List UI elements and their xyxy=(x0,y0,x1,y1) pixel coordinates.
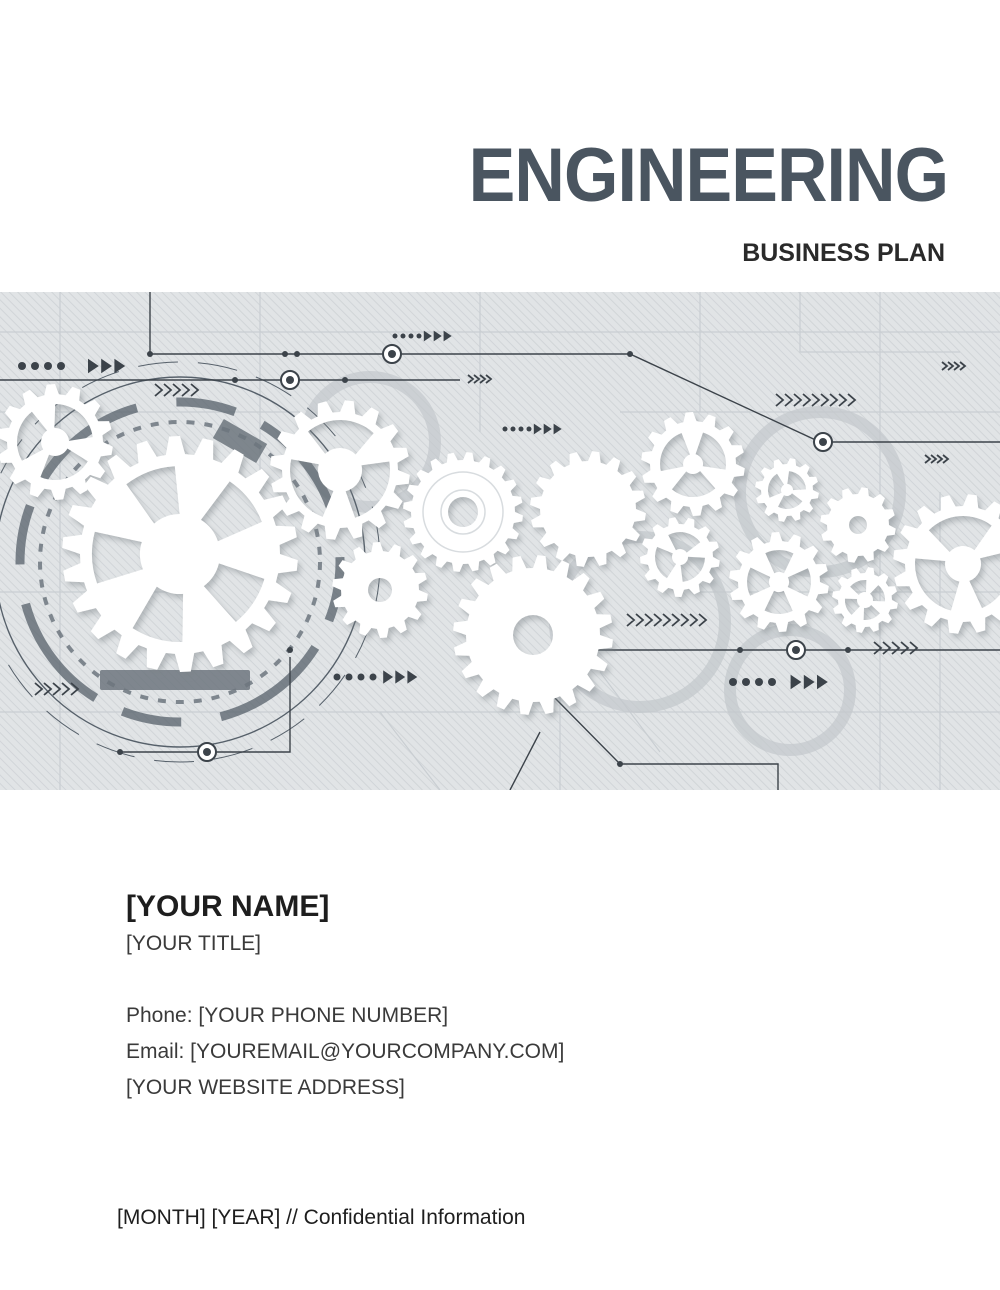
gear-icon xyxy=(270,400,410,540)
gear-icon xyxy=(755,458,819,522)
gear-icon xyxy=(893,494,1000,634)
gear-icon xyxy=(832,567,898,633)
email-line: Email: [YOUREMAIL@YOURCOMPANY.COM] xyxy=(126,1040,565,1063)
footer-confidential: [MONTH] [YEAR] // Confidential Informati… xyxy=(117,1206,526,1229)
gears-circuit-illustration xyxy=(0,292,1000,790)
gear-icon xyxy=(820,487,896,563)
gear-icon xyxy=(640,517,720,597)
gear-icon xyxy=(453,555,613,715)
gear-icon xyxy=(0,384,113,500)
website-line: [YOUR WEBSITE ADDRESS] xyxy=(126,1076,405,1099)
contact-block: [YOUR NAME] [YOUR TITLE] Phone: [YOUR PH… xyxy=(126,890,564,1106)
phone-line: Phone: [YOUR PHONE NUMBER] xyxy=(126,1004,449,1027)
gear-icon xyxy=(403,452,523,572)
gear-icon xyxy=(332,542,428,638)
your-title: [YOUR TITLE] xyxy=(126,932,261,955)
gear-icon xyxy=(530,451,646,567)
document-title: ENGINEERING xyxy=(468,133,949,218)
document-subtitle: BUSINESS PLAN xyxy=(742,239,945,267)
gear-icon xyxy=(641,412,745,516)
gear-icon xyxy=(729,532,829,632)
your-name: [YOUR NAME] xyxy=(126,890,330,923)
gear-icon xyxy=(62,436,298,672)
contact-details: Phone: [YOUR PHONE NUMBER] Email: [YOURE… xyxy=(126,998,564,1106)
